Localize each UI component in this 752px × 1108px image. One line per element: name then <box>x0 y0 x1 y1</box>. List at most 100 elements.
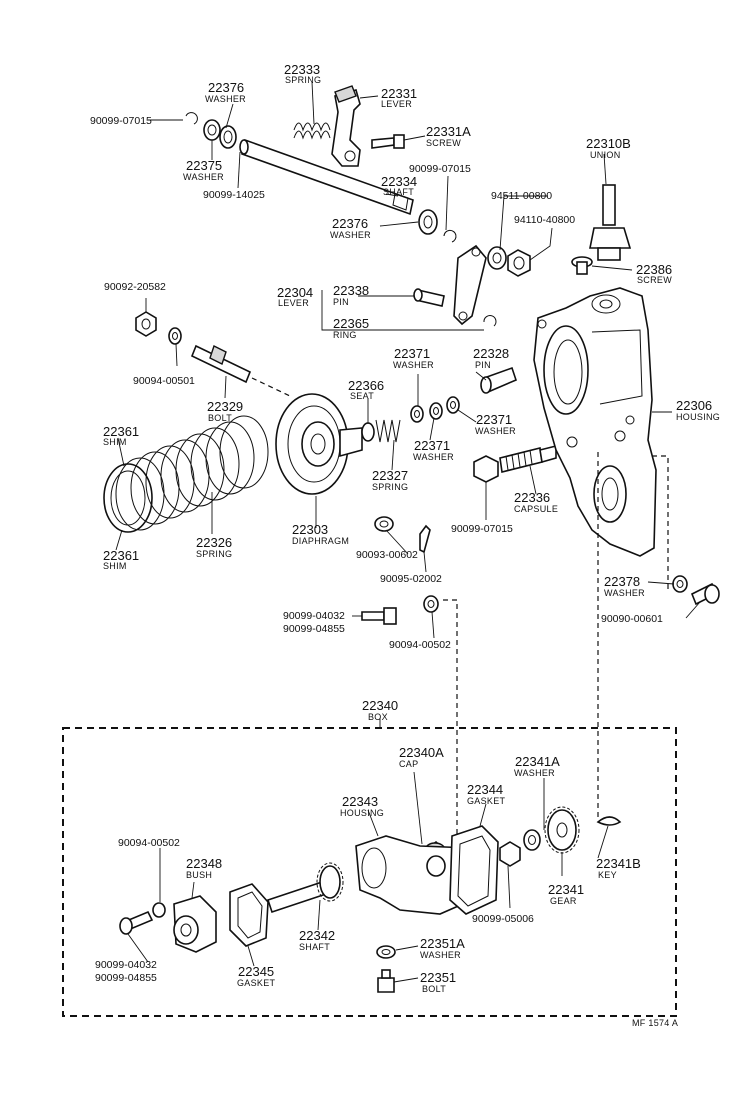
label-22303-num: 22303 <box>292 522 328 537</box>
code-90093-00602: 90093-00602 <box>356 549 418 561</box>
label-22361a-num: 22361 <box>103 424 139 439</box>
code-90099-04855-b: 90099-04855 <box>95 972 157 984</box>
washer-22378 <box>672 575 688 593</box>
union-22310B <box>589 184 632 261</box>
label-22340-name: BOX <box>368 712 388 722</box>
label-22334-name: SHAFT <box>383 187 414 197</box>
washer-90094-00501 <box>168 327 182 345</box>
nut-90099-05006 <box>499 841 521 867</box>
label-22375-num: 22375 <box>186 158 222 173</box>
label-22366-num: 22366 <box>348 378 384 393</box>
screw-22386 <box>571 256 593 275</box>
label-22371a-name: WASHER <box>393 360 434 370</box>
shaft-22334 <box>239 138 414 216</box>
key-22341B <box>596 816 622 826</box>
code-90099-04855-a: 90099-04855 <box>283 623 345 635</box>
label-22345-name: GASKET <box>237 978 276 988</box>
pin-22328 <box>480 366 517 394</box>
label-22341A-name: WASHER <box>514 768 555 778</box>
label-22366-name: SEAT <box>350 391 374 401</box>
label-22376a-name: WASHER <box>205 94 246 104</box>
seat-22366 <box>361 422 375 442</box>
screw-90090-00601 <box>690 582 720 606</box>
washer-90094-00502 <box>423 595 439 613</box>
label-22342-num: 22342 <box>299 928 335 943</box>
washer-22371-a <box>410 405 424 423</box>
housing-22306 <box>533 287 657 557</box>
washer-22341A <box>523 829 541 851</box>
label-22371a-num: 22371 <box>394 346 430 361</box>
label-22361a-name: SHIM <box>103 437 127 447</box>
label-22334-num: 22334 <box>381 174 417 189</box>
label-22376a-num: 22376 <box>208 80 244 95</box>
label-22338-name: PIN <box>333 297 349 307</box>
label-22340A-name: CAP <box>399 759 418 769</box>
label-22329-name: BOLT <box>208 413 232 423</box>
label-22304-num: 22304 <box>277 285 313 300</box>
label-22375-name: WASHER <box>183 172 224 182</box>
label-22386-num: 22386 <box>636 262 672 277</box>
label-22378-name: WASHER <box>604 588 645 598</box>
code-90099-05006: 90099-05006 <box>472 913 534 925</box>
box-22340-outline <box>62 727 677 1017</box>
label-22351A-name: WASHER <box>420 950 461 960</box>
washer-22371-b <box>429 402 443 420</box>
code-90099-07015-a: 90099-07015 <box>90 115 152 127</box>
nut-90099-07015 <box>473 455 499 483</box>
code-94511-00800: 94511-00800 <box>491 190 552 202</box>
code-94110-40800: 94110-40800 <box>514 214 575 226</box>
label-22304-name: LEVER <box>278 298 309 308</box>
label-22340-num: 22340 <box>362 698 398 713</box>
code-90090-00601: 90090-00601 <box>601 613 663 625</box>
label-22333-num: 22333 <box>284 62 320 77</box>
code-90095-02002: 90095-02002 <box>380 573 442 585</box>
cotter-pin-90095-02002 <box>419 524 431 554</box>
label-22343-num: 22343 <box>342 794 378 809</box>
label-22326-num: 22326 <box>196 535 232 550</box>
label-22331-name: LEVER <box>381 99 412 109</box>
bolt-90099-04032-box <box>119 910 154 935</box>
label-22371b-name: WASHER <box>475 426 516 436</box>
label-22326-name: SPRING <box>196 549 232 559</box>
label-22328-num: 22328 <box>473 346 509 361</box>
washer-22371-c <box>446 396 460 414</box>
label-22342-name: SHAFT <box>299 942 330 952</box>
label-22345-num: 22345 <box>238 964 274 979</box>
washer-90094-00502-box <box>152 902 166 918</box>
label-22378-num: 22378 <box>604 574 640 589</box>
label-22348-num: 22348 <box>186 856 222 871</box>
label-22371c-name: WASHER <box>413 452 454 462</box>
label-22351A-num: 22351A <box>420 936 465 951</box>
label-22344-num: 22344 <box>467 782 503 797</box>
label-22351-name: BOLT <box>422 984 446 994</box>
part-labels: 22333 SPRING 22331 LEVER 22376 WASHER 90… <box>90 62 720 1028</box>
code-90099-07015-c: 90099-07015 <box>451 523 513 535</box>
washer-94511-00800 <box>487 246 507 270</box>
bolt-22329 <box>190 344 291 397</box>
bolt-22351 <box>377 969 395 993</box>
label-22331-num: 22331 <box>381 86 417 101</box>
label-22306-num: 22306 <box>676 398 712 413</box>
washer-22375 <box>219 125 237 149</box>
code-90099-04032-a: 90099-04032 <box>283 610 345 622</box>
bolt-90099-04032 <box>361 607 397 625</box>
label-22371b-num: 22371 <box>476 412 512 427</box>
label-22386-name: SCREW <box>637 275 672 285</box>
label-22331A-num: 22331A <box>426 124 471 139</box>
washer-22351A <box>376 945 396 959</box>
label-22341-name: GEAR <box>550 896 577 906</box>
bush-22348 <box>173 895 217 953</box>
housing-22343 <box>355 835 473 915</box>
label-22341B-name: KEY <box>598 870 617 880</box>
code-90094-00502-b: 90094-00502 <box>118 837 180 849</box>
code-90099-14025: 90099-14025 <box>203 189 265 201</box>
clip-90099-07015 <box>185 112 198 125</box>
label-22365-num: 22365 <box>333 316 369 331</box>
label-22348-name: BUSH <box>186 870 212 880</box>
label-22361b-num: 22361 <box>103 548 139 563</box>
nut-94110-40800 <box>507 249 531 277</box>
footer-reference: MF 1574 A <box>632 1018 678 1028</box>
label-22327-num: 22327 <box>372 468 408 483</box>
label-22327-name: SPRING <box>372 482 408 492</box>
spring-22326 <box>115 415 269 531</box>
